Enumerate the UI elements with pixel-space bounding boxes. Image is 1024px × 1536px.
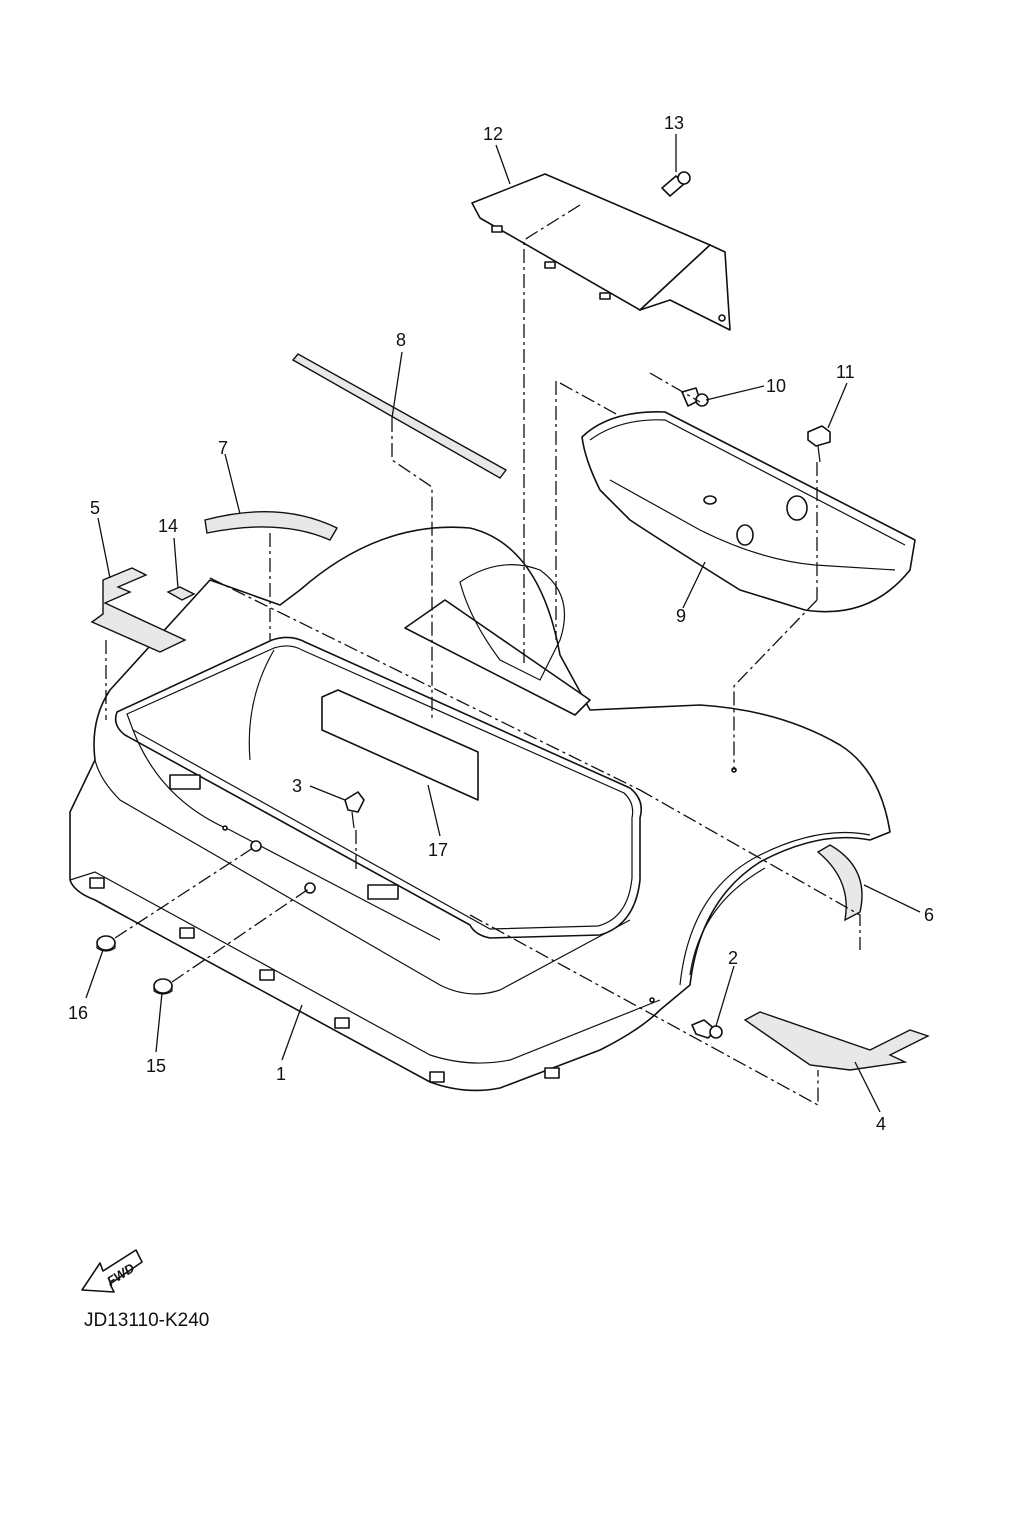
cover-part-12 bbox=[471, 173, 731, 331]
callout-11: 11 bbox=[836, 362, 855, 382]
pad-part-7 bbox=[204, 510, 338, 541]
fastener-part-10 bbox=[681, 387, 709, 407]
pad-part-6 bbox=[816, 844, 863, 922]
fwd-arrow-icon: FWD bbox=[81, 1249, 143, 1293]
diagram-code: JD13110-K240 bbox=[84, 1310, 209, 1331]
callout-14: 14 bbox=[158, 516, 178, 536]
plug-part-16 bbox=[96, 935, 116, 952]
callout-9: 9 bbox=[676, 606, 686, 626]
callout-2: 2 bbox=[728, 948, 738, 968]
callout-8: 8 bbox=[396, 330, 406, 350]
assembly-lines bbox=[105, 204, 861, 1107]
callout-13: 13 bbox=[664, 113, 684, 133]
callout-7: 7 bbox=[218, 438, 228, 458]
callout-17: 17 bbox=[428, 840, 448, 860]
callout-labels: 12 13 8 10 11 7 5 14 9 3 17 6 2 16 15 1 … bbox=[68, 113, 934, 1134]
rear-body-part-1 bbox=[69, 526, 891, 1092]
callout-6: 6 bbox=[924, 905, 934, 925]
callout-16: 16 bbox=[68, 1003, 88, 1023]
fastener-part-3 bbox=[344, 791, 365, 829]
callout-12: 12 bbox=[483, 124, 503, 144]
plug-part-15 bbox=[153, 978, 173, 995]
bolt-part-11 bbox=[807, 425, 831, 463]
pad-part-4 bbox=[743, 1011, 930, 1071]
callout-3: 3 bbox=[292, 776, 302, 796]
fastener-part-13 bbox=[661, 171, 691, 197]
callout-15: 15 bbox=[146, 1056, 166, 1076]
strip-part-8 bbox=[291, 353, 508, 479]
callout-10: 10 bbox=[766, 376, 786, 396]
pad-part-14 bbox=[166, 586, 196, 601]
callout-5: 5 bbox=[90, 498, 100, 518]
tray-part-9 bbox=[581, 411, 916, 613]
leader-lines bbox=[85, 134, 921, 1113]
callout-1: 1 bbox=[276, 1064, 286, 1084]
label-part-17 bbox=[321, 689, 479, 801]
callout-4: 4 bbox=[876, 1114, 886, 1134]
pad-part-5 bbox=[90, 567, 187, 653]
